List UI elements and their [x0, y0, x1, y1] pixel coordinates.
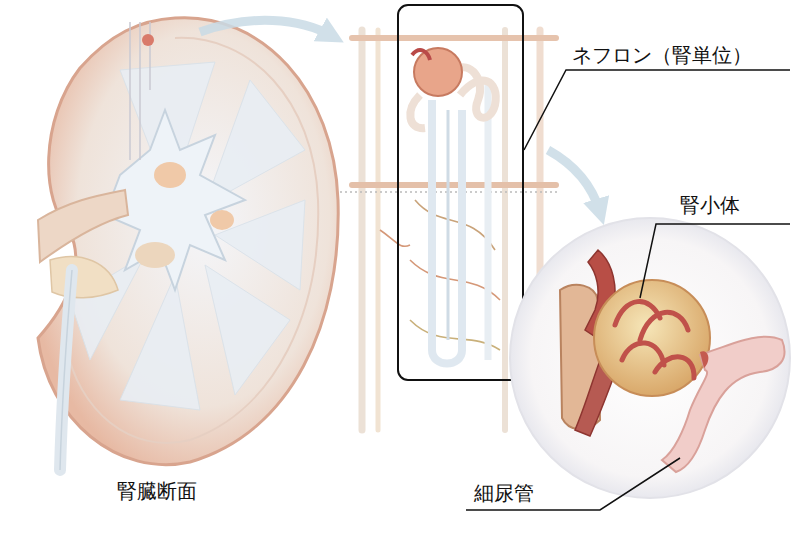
collecting-duct	[485, 80, 492, 360]
cortex-line	[66, 38, 318, 443]
papilla	[135, 242, 175, 268]
hilum-vessels	[38, 190, 128, 262]
tubule-opening	[700, 351, 708, 368]
vertical-vessels	[502, 30, 508, 430]
leader-line	[466, 458, 680, 510]
nephron-frame	[398, 5, 523, 380]
part-label: ネフロン（腎単位）	[572, 44, 752, 67]
renal-pyramids	[70, 62, 305, 410]
leader-line	[640, 224, 790, 298]
part-label: 腎小体	[680, 194, 740, 217]
ureter	[60, 270, 72, 470]
glomerular-loops	[615, 302, 694, 378]
boundary-line	[340, 191, 560, 193]
horizontal-vessel	[352, 182, 556, 188]
loop-of-henle	[432, 100, 462, 364]
capillaries	[380, 230, 410, 246]
glomerulus	[414, 48, 462, 96]
renal-pyramids	[120, 275, 200, 410]
kidney-section	[38, 18, 338, 470]
renal-pyramids	[205, 265, 290, 395]
magnifier-circle	[510, 218, 790, 498]
flow-arrow	[548, 150, 600, 212]
arteriole	[412, 50, 430, 60]
leader-lines	[466, 70, 790, 510]
glomerular-loops	[640, 312, 688, 340]
section-label: 腎臓断面	[117, 480, 197, 503]
tubule	[410, 95, 425, 128]
kidney-outline	[38, 18, 338, 465]
vertical-vessels	[359, 30, 366, 430]
horizontal-vessel	[352, 35, 556, 41]
bowman-capsule	[594, 280, 710, 396]
leader-line	[524, 70, 790, 150]
proximal-tubule	[662, 337, 785, 472]
glomerular-loops	[655, 357, 694, 378]
papilla	[210, 210, 234, 230]
capillaries	[415, 200, 495, 250]
ureter-edge	[60, 270, 72, 470]
magnified-view	[510, 218, 790, 498]
papilla	[154, 162, 186, 188]
glomerular-loops	[622, 343, 664, 365]
mini-glomerulus	[142, 34, 154, 46]
vertical-vessels	[376, 30, 381, 430]
flow-arrow	[200, 20, 332, 36]
part-label: 細尿管	[474, 482, 534, 505]
glomerular-loops	[615, 302, 660, 325]
hilum-fat	[50, 257, 118, 298]
loop-of-henle	[447, 110, 450, 340]
